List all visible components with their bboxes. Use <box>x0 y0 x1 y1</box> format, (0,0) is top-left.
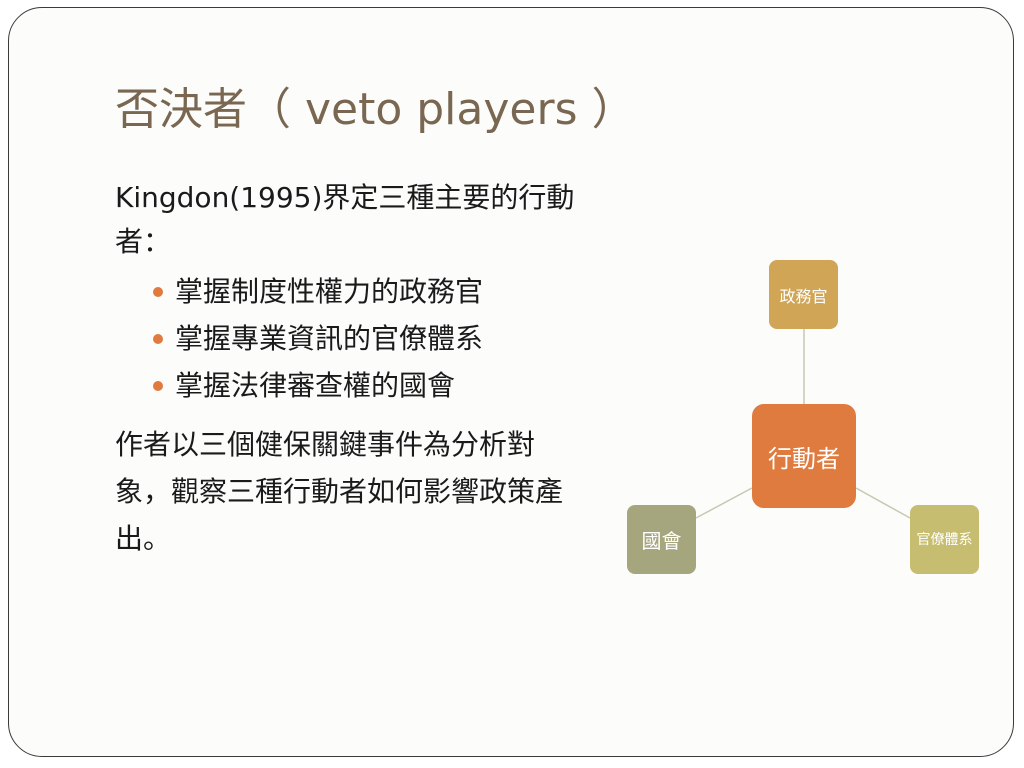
bullet-text: 掌握專業資訊的官僚體系 <box>175 322 484 355</box>
node-actors: 行動者 <box>752 404 856 508</box>
bullet-item: 掌握法律審查權的國會 <box>153 362 575 409</box>
slide-frame: 否決者（ veto players ） Kingdon(1995)界定三種主要的… <box>8 7 1014 757</box>
outro-text: 作者以三個健保關鍵事件為分析對象，觀察三種行動者如何影響政策產出。 <box>115 428 564 555</box>
connector-left <box>695 487 753 519</box>
bullet-text: 掌握制度性權力的政務官 <box>175 275 484 308</box>
bullet-icon <box>153 334 163 344</box>
intro-text: Kingdon(1995)界定三種主要的行動者： <box>115 181 575 258</box>
node-political-officials: 政務官 <box>769 260 838 329</box>
connector-right <box>855 487 911 519</box>
slide-body: Kingdon(1995)界定三種主要的行動者： 掌握制度性權力的政務官 掌握專… <box>115 176 575 562</box>
slide-title: 否決者（ veto players ） <box>115 84 636 135</box>
bullet-text: 掌握法律審查權的國會 <box>175 369 456 402</box>
bullet-icon <box>153 381 163 391</box>
bullet-item: 掌握專業資訊的官僚體系 <box>153 315 575 362</box>
bullet-icon <box>153 287 163 297</box>
node-legislature: 國會 <box>627 505 696 574</box>
bullet-item: 掌握制度性權力的政務官 <box>153 268 575 315</box>
node-bureaucracy: 官僚體系 <box>910 505 979 574</box>
bullet-list: 掌握制度性權力的政務官 掌握專業資訊的官僚體系 掌握法律審查權的國會 <box>115 268 575 409</box>
